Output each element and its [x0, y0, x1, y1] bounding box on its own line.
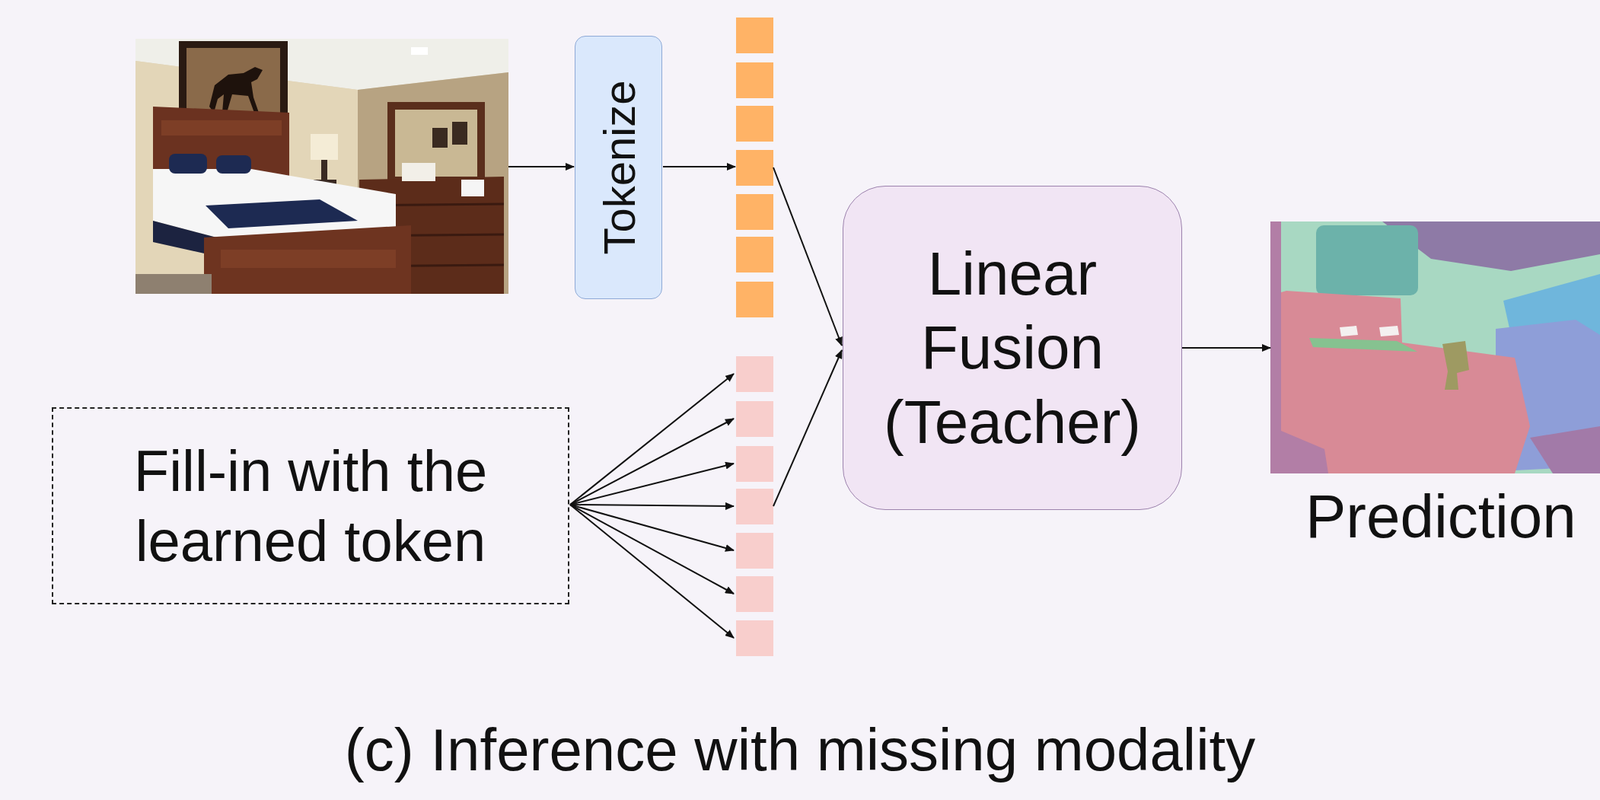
node-text: Prediction: [1305, 481, 1577, 552]
fill-in-box: Fill-in with the learned token: [51, 407, 570, 605]
figure-caption: (c) Inference with missing modality: [0, 720, 1600, 780]
fusion-box: Linear Fusion (Teacher): [842, 185, 1183, 510]
node-text: Tokenize: [592, 80, 644, 255]
learned-tokens: [736, 356, 774, 657]
node-text: Fill-in with the learned token: [71, 436, 550, 575]
tokenize-box: Tokenize: [574, 35, 663, 300]
prediction-node: Prediction: [1270, 221, 1600, 557]
input-photo: [135, 38, 509, 294]
node-text: Linear Fusion (Teacher): [858, 236, 1167, 460]
static-arrows: [508, 166, 842, 638]
segmentation-map: [1270, 221, 1600, 474]
edge-arrow: [1182, 347, 1271, 349]
image-tokens: [736, 17, 774, 318]
